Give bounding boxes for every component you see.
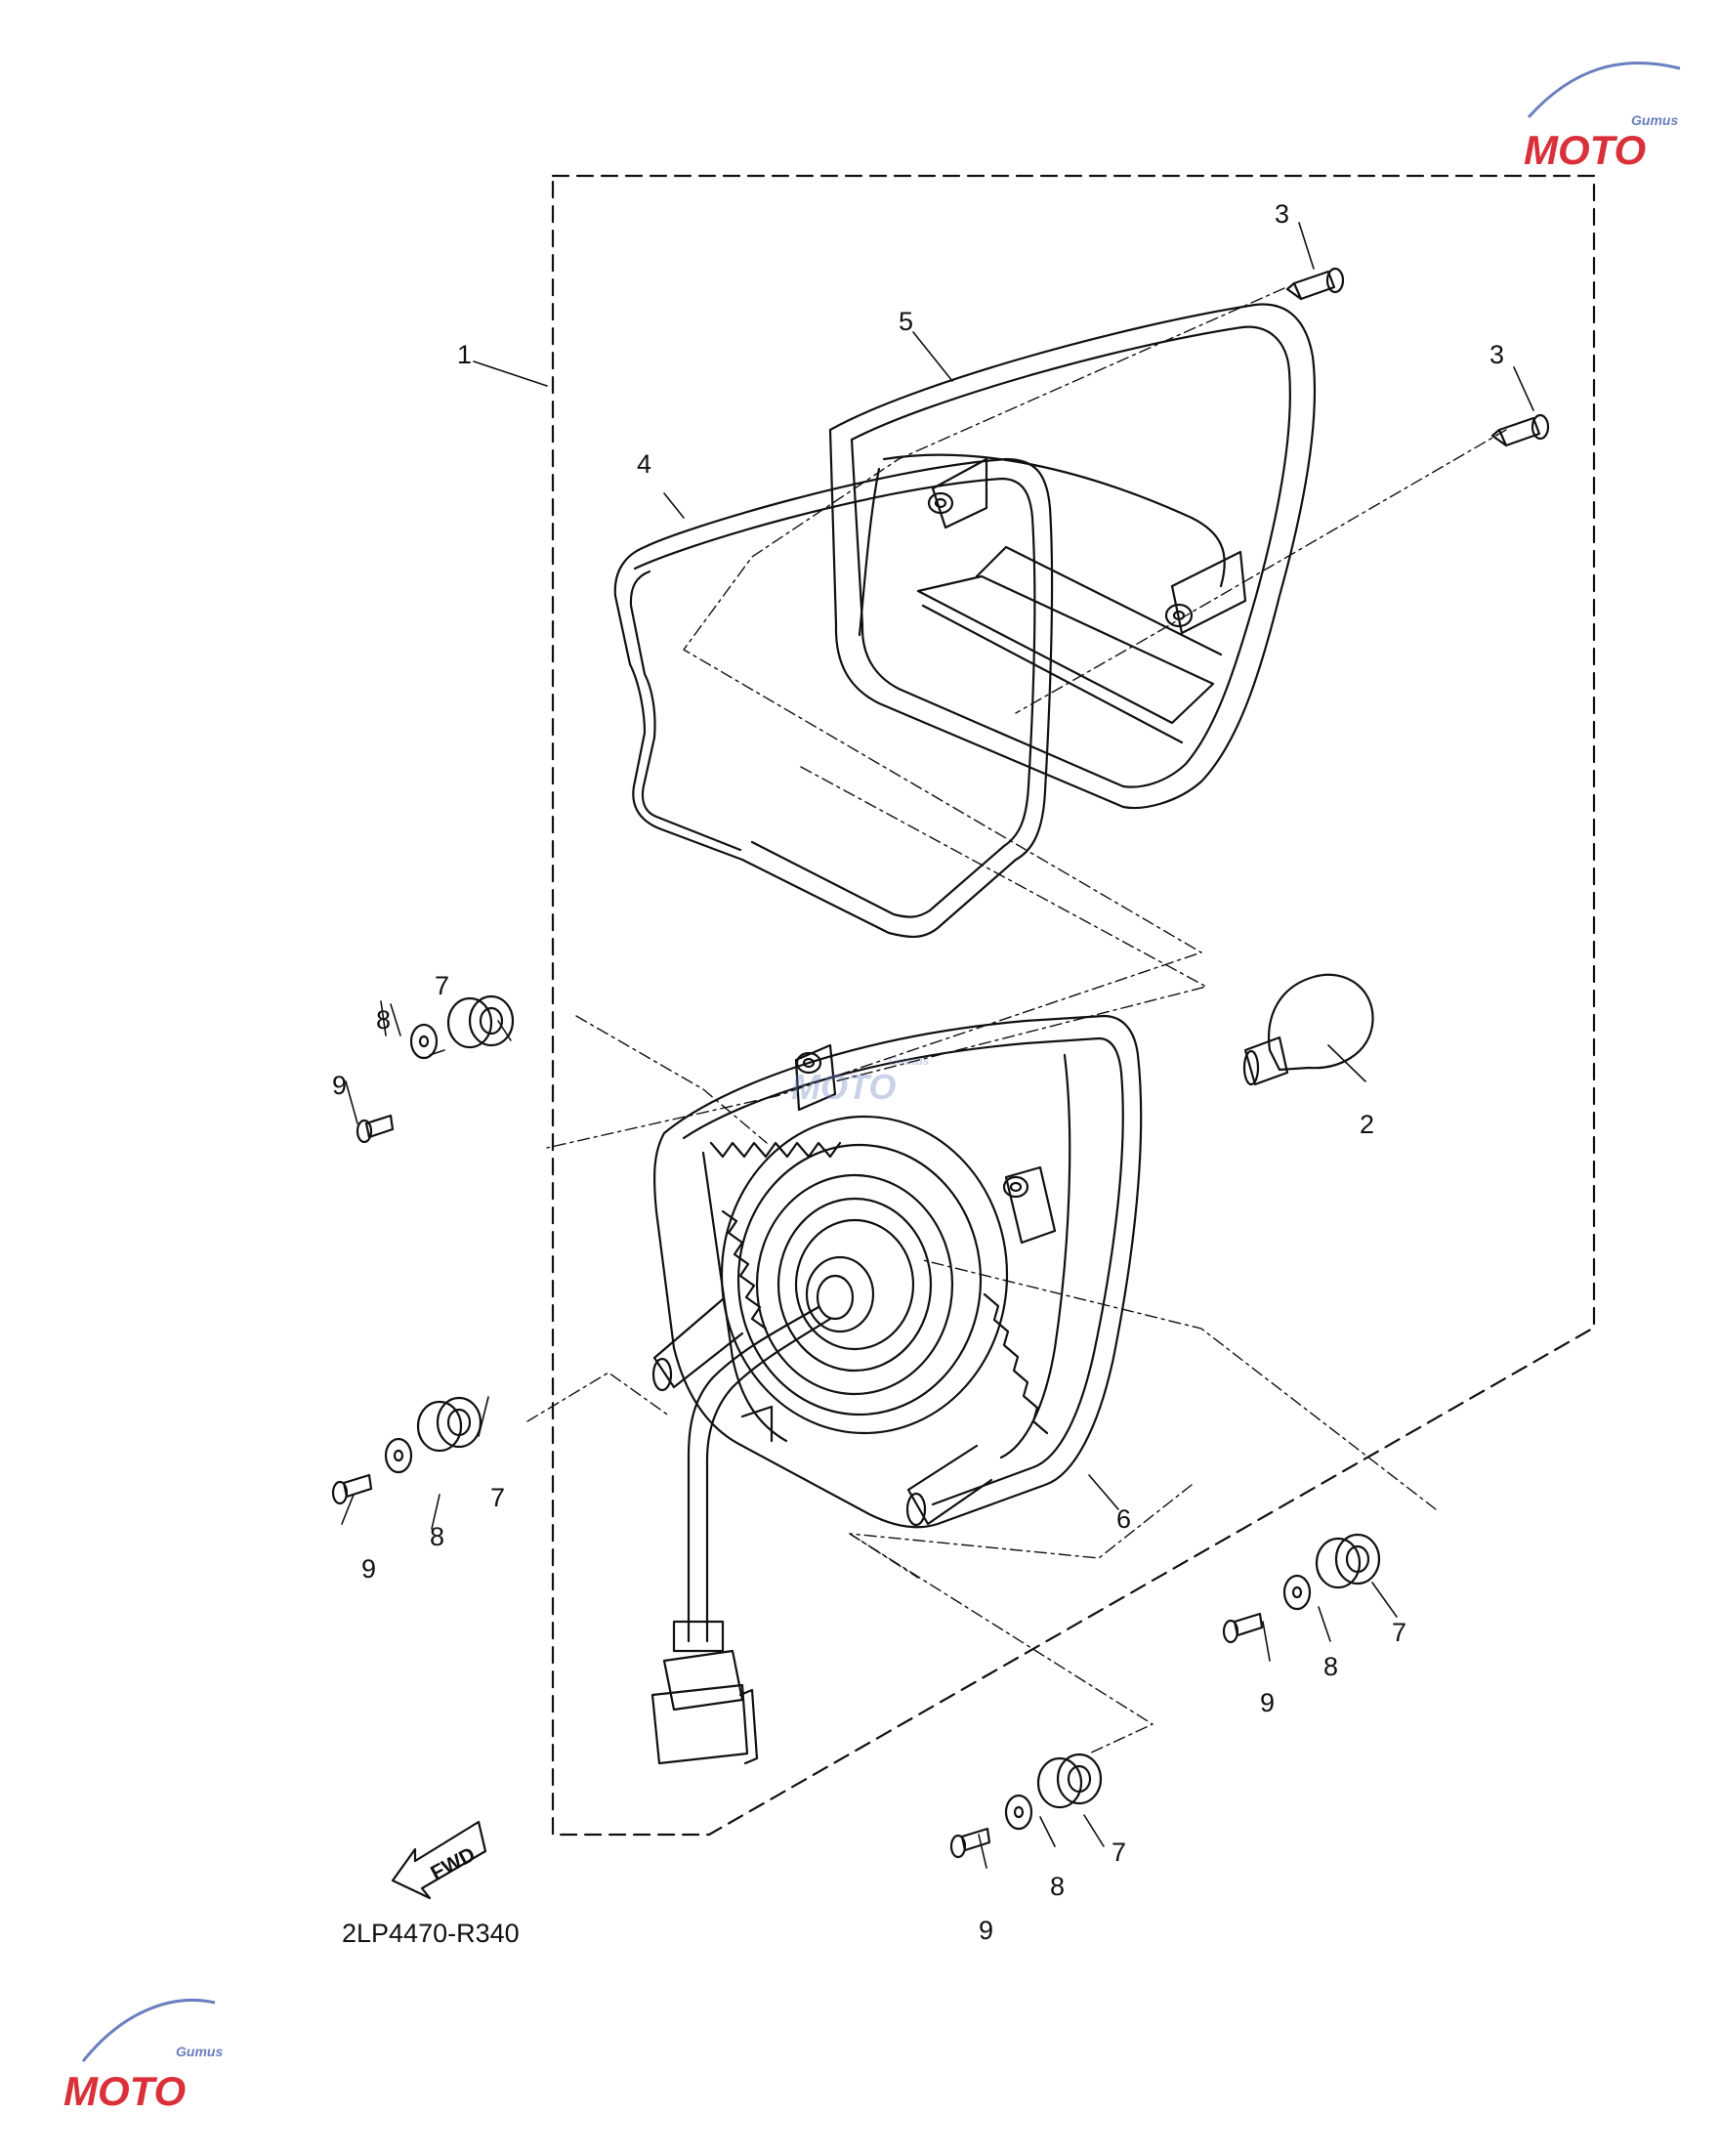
lens-housing [828,303,1317,810]
callout-8-upper-left: 8 [376,1005,391,1035]
callout-2: 2 [1360,1110,1374,1139]
leader-lines [341,222,1534,1869]
callout-9-lower-left: 9 [361,1554,376,1584]
callout-1: 1 [457,340,472,369]
assembly-boundary [551,174,1596,1837]
callout-7-upper-left: 7 [435,971,449,1000]
hardware-set-upper-left [356,994,515,1144]
svg-text:Gumus: Gumus [889,1054,930,1068]
hardware-set-lower-left [331,1396,482,1505]
hardware-set-lower-right [1222,1533,1381,1644]
callout-5: 5 [899,307,913,336]
callout-4: 4 [637,449,651,479]
callout-8-lower-right: 8 [1323,1652,1338,1681]
hardware-set-bottom [949,1753,1103,1859]
part-code: 2LP4470-R340 [342,1919,520,1948]
wire-harness [650,1305,832,1765]
svg-text:Gumus: Gumus [176,2044,223,2059]
watermark-logo-bottom: MOTO Gumus [63,1999,223,2114]
callout-7-bottom: 7 [1112,1838,1126,1867]
screw-3-lower [1490,413,1550,447]
callout-8-bottom: 8 [1050,1872,1065,1901]
callout-9-bottom: 9 [979,1916,993,1945]
callout-labels: 1 2 3 3 4 5 6 7 7 7 7 8 8 8 8 9 9 9 9 [332,199,1504,1945]
gasket [613,457,1054,938]
svg-text:MOTO: MOTO [63,2068,186,2114]
watermark-logo-center: MOTO Gumus [791,1054,930,1107]
assembly-axes [526,287,1507,1754]
svg-text:Gumus: Gumus [1631,112,1678,128]
forward-arrow-icon [391,1820,487,1900]
callout-6: 6 [1116,1504,1131,1534]
callout-9-lower-right: 9 [1260,1688,1275,1717]
taillight-body [651,1014,1143,1529]
watermark-logo-top: MOTO Gumus [1524,62,1681,173]
callout-7-lower-left: 7 [490,1483,505,1512]
bulb [1242,973,1374,1086]
screw-3-upper [1285,267,1345,301]
callout-8-lower-left: 8 [430,1522,444,1551]
callout-3-lower: 3 [1489,340,1504,369]
svg-text:MOTO: MOTO [791,1067,896,1107]
callout-3-upper: 3 [1275,199,1289,229]
svg-text:MOTO: MOTO [1524,127,1646,173]
callout-9-upper-left: 9 [332,1071,347,1100]
callout-7-lower-right: 7 [1392,1618,1406,1647]
